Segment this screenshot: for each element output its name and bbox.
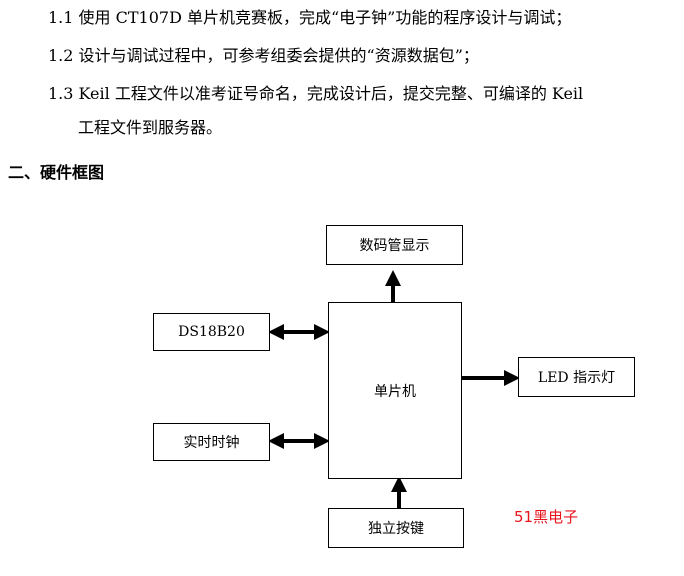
requirement-1-2: 1.2 设计与调试过程中，可参考组委会提供的“资源数据包”； — [48, 46, 479, 65]
watermark: 51黑电子 — [514, 508, 579, 526]
requirement-1-1: 1.1 使用 CT107D 单片机竞赛板，完成“电子钟”功能的程序设计与调试； — [48, 8, 572, 27]
display-block: 数码管显示 — [326, 225, 463, 265]
led-label: LED 指示灯 — [537, 370, 616, 386]
display-label: 数码管显示 — [359, 238, 430, 254]
section-heading: 二、硬件框图 — [8, 163, 105, 182]
rtc-label: 实时时钟 — [183, 435, 240, 451]
requirement-1-3: 1.3 Keil 工程文件以准考证号命名，完成设计后，提交完整、可编译的 Kei… — [48, 84, 584, 103]
sensor-label: DS18B20 — [178, 324, 245, 340]
sensor-block: DS18B20 — [153, 313, 270, 351]
mcu-label: 单片机 — [374, 383, 416, 400]
keys-label: 独立按键 — [368, 521, 424, 537]
requirement-1-3-continued: 工程文件到服务器。 — [78, 118, 223, 137]
keys-block: 独立按键 — [328, 508, 464, 548]
led-block: LED 指示灯 — [518, 357, 635, 397]
mcu-block: 单片机 — [328, 302, 462, 479]
rtc-block: 实时时钟 — [153, 423, 270, 461]
